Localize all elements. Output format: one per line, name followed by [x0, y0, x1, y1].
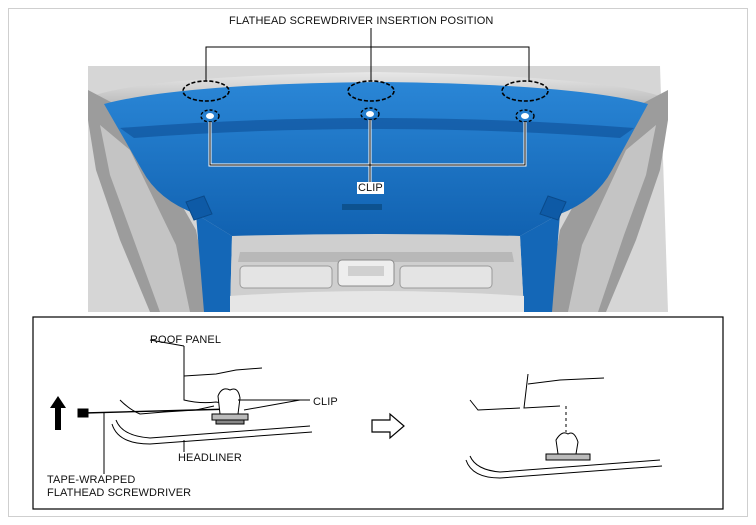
detail-before	[77, 339, 313, 474]
tool-label-line2: FLATHEAD SCREWDRIVER	[47, 487, 192, 499]
callout-lines-insertion	[205, 28, 530, 81]
detail-panel	[32, 316, 724, 510]
insertion-position-label: FLATHEAD SCREWDRIVER INSERTION POSITION	[229, 15, 494, 27]
detail-after	[465, 373, 663, 479]
tool-label-line1: TAPE-WRAPPED	[47, 474, 136, 486]
headliner-label: HEADLINER	[178, 452, 242, 464]
up-arrow-icon	[50, 396, 66, 430]
clip-label-top: CLIP	[357, 182, 384, 194]
right-arrow-icon	[371, 412, 405, 440]
roof-panel-label: ROOF PANEL	[150, 334, 222, 346]
clip-label-detail: CLIP	[313, 396, 338, 408]
